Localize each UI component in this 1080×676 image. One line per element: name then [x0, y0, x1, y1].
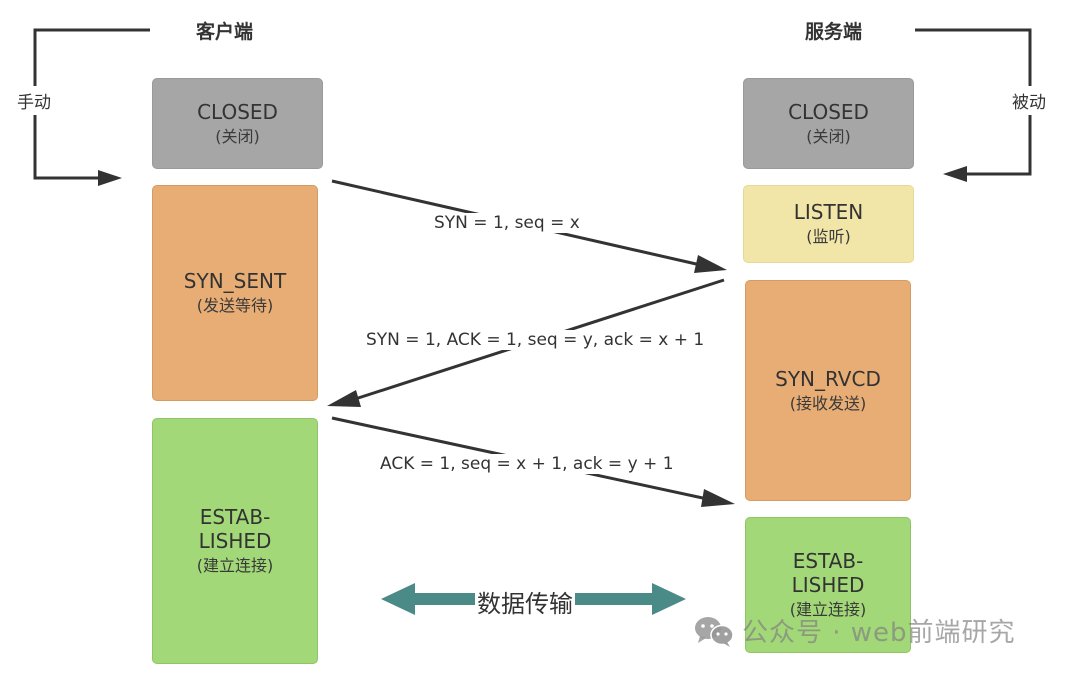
- state-desc: (建立连接): [196, 556, 274, 575]
- msg2-label: SYN = 1, ACK = 1, seq = y, ack = x + 1: [364, 330, 707, 350]
- state-name-line2: LISHED: [791, 573, 865, 597]
- msg1-arrowhead: [694, 255, 727, 273]
- server-state-established: ESTAB- LISHED (建立连接): [745, 517, 911, 653]
- server-state-closed: CLOSED (关闭): [743, 78, 914, 169]
- state-desc: (发送等待): [196, 296, 274, 315]
- data-transfer-label: 数据传输: [475, 584, 575, 619]
- state-desc: (接收发送): [789, 393, 867, 413]
- state-desc: (关闭): [806, 126, 851, 146]
- client-trigger-label: 手动: [17, 86, 51, 115]
- state-name: SYN_RVCD: [775, 366, 881, 391]
- wechat-icon: [695, 616, 734, 647]
- client-manual-loop-arrowhead: [98, 170, 122, 186]
- state-name-line2: LISHED: [198, 529, 272, 553]
- msg3-label: ACK = 1, seq = x + 1, ack = y + 1: [378, 454, 676, 474]
- state-name: LISTEN: [793, 200, 864, 224]
- state-name-line1: ESTAB-: [792, 549, 864, 573]
- watermark: 公众号 · web前端研究: [692, 612, 1016, 649]
- state-name: SYN_SENT: [183, 269, 287, 293]
- state-desc: (监听): [806, 227, 851, 246]
- state-name: CLOSED: [197, 99, 278, 124]
- state-desc: (建立连接): [789, 600, 867, 619]
- msg2-arrowhead: [327, 390, 361, 407]
- state-desc: (关闭): [215, 126, 260, 146]
- server-trigger-label: 被动: [1012, 86, 1046, 115]
- msg3-arrowhead: [701, 489, 735, 507]
- msg1-label: SYN = 1, seq = x: [428, 213, 586, 233]
- state-name-line1: ESTAB-: [199, 505, 271, 529]
- server-state-listen: LISTEN (监听): [743, 185, 914, 263]
- client-manual-loop-line: [33, 28, 150, 180]
- client-state-established: ESTAB- LISHED (建立连接): [152, 418, 318, 664]
- watermark-text: 公众号 · web前端研究: [742, 618, 1016, 648]
- server-state-syn-rvcd: SYN_RVCD (接收发送): [745, 280, 911, 501]
- server-title: 服务端: [805, 21, 863, 43]
- server-passive-loop-arrowhead: [943, 166, 967, 182]
- client-title: 客户端: [196, 21, 254, 43]
- state-name: CLOSED: [788, 99, 869, 124]
- client-state-closed: CLOSED (关闭): [152, 78, 323, 169]
- client-state-syn-sent: SYN_SENT (发送等待): [152, 185, 318, 401]
